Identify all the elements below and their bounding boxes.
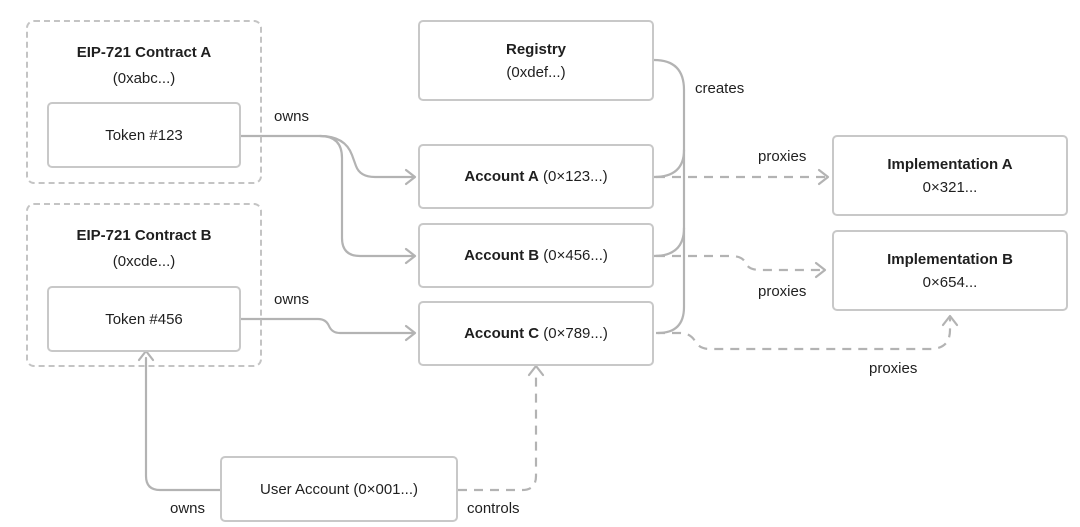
token-123-label: Token #123 xyxy=(105,126,183,144)
edge-token456-to-account-c xyxy=(238,317,416,335)
account-c-address: (0×789...) xyxy=(543,325,608,342)
edge-registry-creates xyxy=(652,58,686,335)
edge-account-c-proxies-arrow xyxy=(941,314,959,327)
edge-token123-to-account-a xyxy=(238,134,416,179)
controls-label: controls xyxy=(467,500,520,517)
registry-address: (0xdef...) xyxy=(506,63,566,81)
proxies-label-c: proxies xyxy=(869,360,918,377)
proxies-label-a: proxies xyxy=(758,148,807,165)
edge-token123-to-account-b-arrow xyxy=(404,247,417,265)
contract-b-address: (0xcde...) xyxy=(112,253,176,270)
user-account-node[interactable]: User Account (0×001...) xyxy=(220,456,458,522)
contract-a-title: EIP-721 Contract A xyxy=(76,44,212,61)
account-b-name: Account B xyxy=(464,247,540,264)
account-c-node[interactable]: Account C (0×789...) xyxy=(418,301,654,366)
account-a-name: Account A xyxy=(464,168,539,185)
edge-token123-to-account-a-arrow xyxy=(404,168,417,186)
edge-account-b-proxies xyxy=(656,254,823,272)
implementation-a-node[interactable]: Implementation A 0×321... xyxy=(832,135,1068,216)
implementation-a-title: Implementation A xyxy=(887,155,1013,173)
account-b-node[interactable]: Account B (0×456...) xyxy=(418,223,654,288)
token-456-label: Token #456 xyxy=(105,310,183,328)
edge-registry-creates-b xyxy=(652,226,686,258)
edge-token123-to-account-b xyxy=(318,134,416,258)
user-owns-label: owns xyxy=(170,500,206,517)
edge-user-owns xyxy=(144,356,222,492)
account-a-address: (0×123...) xyxy=(543,168,608,185)
proxies-label-b: proxies xyxy=(758,283,807,300)
implementation-b-title: Implementation B xyxy=(887,250,1013,268)
implementation-a-address: 0×321... xyxy=(922,178,978,196)
edge-account-b-proxies-arrow xyxy=(814,261,827,279)
registry-title: Registry xyxy=(505,40,567,58)
owns-label-a: owns xyxy=(274,108,310,125)
edge-user-controls xyxy=(458,374,538,492)
token-123-node[interactable]: Token #123 xyxy=(47,102,241,168)
implementation-b-address: 0×654... xyxy=(922,273,978,291)
account-b-address: (0×456...) xyxy=(543,247,608,264)
user-account-label: User Account (0×001...) xyxy=(260,480,418,498)
token-456-node[interactable]: Token #456 xyxy=(47,286,241,352)
implementation-b-node[interactable]: Implementation B 0×654... xyxy=(832,230,1068,311)
edge-token456-to-account-c-arrow xyxy=(404,324,417,342)
contract-a-address: (0xabc...) xyxy=(112,70,176,87)
account-c-name: Account C xyxy=(464,325,540,342)
edge-registry-creates-a xyxy=(652,148,686,179)
creates-label: creates xyxy=(695,80,745,97)
edge-account-a-proxies-arrow xyxy=(817,168,830,186)
edge-account-c-proxies xyxy=(656,318,952,351)
contract-a-group: EIP-721 Contract A (0xabc...) xyxy=(26,20,262,184)
account-a-node[interactable]: Account A (0×123...) xyxy=(418,144,654,209)
owns-label-b: owns xyxy=(274,291,310,308)
edge-user-controls-arrow xyxy=(527,364,545,377)
contract-b-group: EIP-721 Contract B (0xcde...) xyxy=(26,203,262,367)
contract-b-title: EIP-721 Contract B xyxy=(76,227,212,244)
registry-node[interactable]: Registry (0xdef...) xyxy=(418,20,654,101)
